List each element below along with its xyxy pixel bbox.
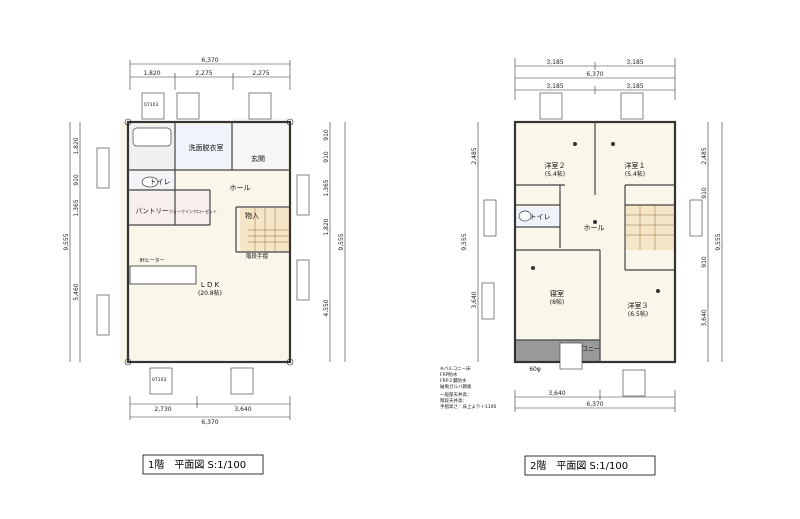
room-washroom: 洗面脱衣室 bbox=[189, 143, 224, 152]
window-tag bbox=[481, 92, 703, 397]
room-western-1-size: (5.4帖) bbox=[625, 170, 645, 178]
dim-top: 3,185 bbox=[626, 59, 643, 66]
stairs bbox=[248, 208, 290, 252]
dim-bottom-total: 6,370 bbox=[201, 419, 218, 426]
dim-total-height: 9,555 bbox=[461, 233, 468, 250]
room-entrance: 玄関 bbox=[251, 154, 265, 163]
room-toilet: トイレ bbox=[150, 178, 171, 186]
dim-side: 2,485 bbox=[701, 147, 708, 164]
room-balcony: バルコニー bbox=[570, 346, 600, 353]
stairs-rail-label: 階段手摺 bbox=[246, 252, 269, 260]
dim-top-inner: 3,185 bbox=[546, 83, 563, 90]
dim-top: 2,275 bbox=[195, 70, 212, 77]
dim-total-width: 6,370 bbox=[586, 71, 603, 78]
room-bedroom-size: (8帖) bbox=[550, 298, 565, 306]
drain-size: 60φ bbox=[529, 366, 541, 373]
dim-right: 1,820 bbox=[323, 218, 330, 235]
floor2-plan: 3,185 3,185 6,370 3,185 3,185 洋室２ (5.4帖)… bbox=[440, 58, 723, 476]
floor2-caption: 2階 平面図 S:1/100 bbox=[530, 460, 628, 472]
room-western-2-size: (5.4帖) bbox=[545, 170, 565, 178]
dim-top: 1,820 bbox=[143, 70, 160, 77]
dim-side: 2,485 bbox=[471, 147, 478, 164]
dim-side: 3,640 bbox=[701, 309, 708, 326]
dim-total-width: 6,370 bbox=[201, 57, 218, 64]
svg-text:07103: 07103 bbox=[144, 102, 158, 108]
dim-total-height: 9,555 bbox=[63, 233, 70, 250]
dim-right: 910 bbox=[323, 129, 330, 141]
dim-left: 910 bbox=[73, 174, 80, 186]
dim-bottom: 3,640 bbox=[234, 406, 251, 413]
dim-right: 910 bbox=[323, 151, 330, 163]
dim-right: 4,550 bbox=[323, 299, 330, 316]
room-hall: ホール bbox=[584, 224, 605, 232]
room-hall: ホール bbox=[230, 184, 251, 192]
room-western-1: 洋室１ bbox=[625, 161, 646, 170]
toilet-fixture bbox=[141, 176, 159, 188]
svg-text:一般部天井高：: 一般部天井高： bbox=[440, 391, 472, 398]
dim-bottom: 3,640 bbox=[548, 390, 565, 397]
svg-text:FRP２層防水: FRP２層防水 bbox=[440, 377, 467, 384]
svg-text:07103: 07103 bbox=[152, 377, 166, 383]
svg-text:FRP防水: FRP防水 bbox=[440, 371, 458, 378]
dim-top: 2,275 bbox=[252, 70, 269, 77]
dim-total-height: 9,555 bbox=[338, 233, 345, 250]
room-western-3: 洋室３ bbox=[628, 301, 649, 310]
svg-text:※バルコニー床: ※バルコニー床 bbox=[440, 365, 471, 372]
room-western-2: 洋室２ bbox=[545, 161, 566, 170]
room-ldk: L D K bbox=[201, 281, 220, 289]
bathtub bbox=[132, 127, 172, 147]
dim-left: 5,460 bbox=[73, 283, 80, 300]
dim-total-height: 9,555 bbox=[715, 233, 722, 250]
room-ldk-size: (20.8帖) bbox=[198, 289, 222, 297]
dim-side: 910 bbox=[701, 187, 708, 199]
toilet-fixture bbox=[518, 210, 532, 222]
dim-right: 1,365 bbox=[323, 179, 330, 196]
dim-left: 1,365 bbox=[73, 199, 80, 216]
dim-bottom-total: 6,370 bbox=[586, 401, 603, 408]
room-storage: 物入 bbox=[245, 211, 259, 220]
room-western-3-size: (6.5帖) bbox=[628, 310, 648, 318]
ih-heater-label: IHヒーター bbox=[139, 257, 164, 264]
spec-notes: ※バルコニー床 FRP防水 FRP２層防水 破風ガルバ鋼板 一般部天井高： 階段… bbox=[440, 365, 496, 410]
dim-bottom: 2,730 bbox=[154, 406, 171, 413]
svg-text:階段天井高：: 階段天井高： bbox=[440, 397, 467, 404]
room-bedroom: 寝室 bbox=[550, 289, 564, 298]
svg-text:破風ガルバ鋼板: 破風ガルバ鋼板 bbox=[440, 383, 472, 390]
room-pantry: パントリー bbox=[136, 207, 169, 215]
dim-side: 3,640 bbox=[471, 291, 478, 308]
dim-top-inner: 3,185 bbox=[626, 83, 643, 90]
dim-top: 3,185 bbox=[546, 59, 563, 66]
svg-text:手摺高さ：床上より＋1100: 手摺高さ：床上より＋1100 bbox=[440, 403, 496, 410]
room-walk-in-closet: ウォークインクローゼット bbox=[169, 208, 217, 214]
floor1-caption: 1階 平面図 S:1/100 bbox=[148, 459, 246, 471]
window-tag: 07103 07103 bbox=[96, 92, 310, 395]
dim-side: 910 bbox=[701, 256, 708, 268]
room-toilet: トイレ bbox=[530, 213, 551, 221]
floor1-plan: 6,370 1,820 2,275 2,275 bbox=[63, 57, 346, 475]
dim-left: 1,820 bbox=[73, 137, 80, 154]
